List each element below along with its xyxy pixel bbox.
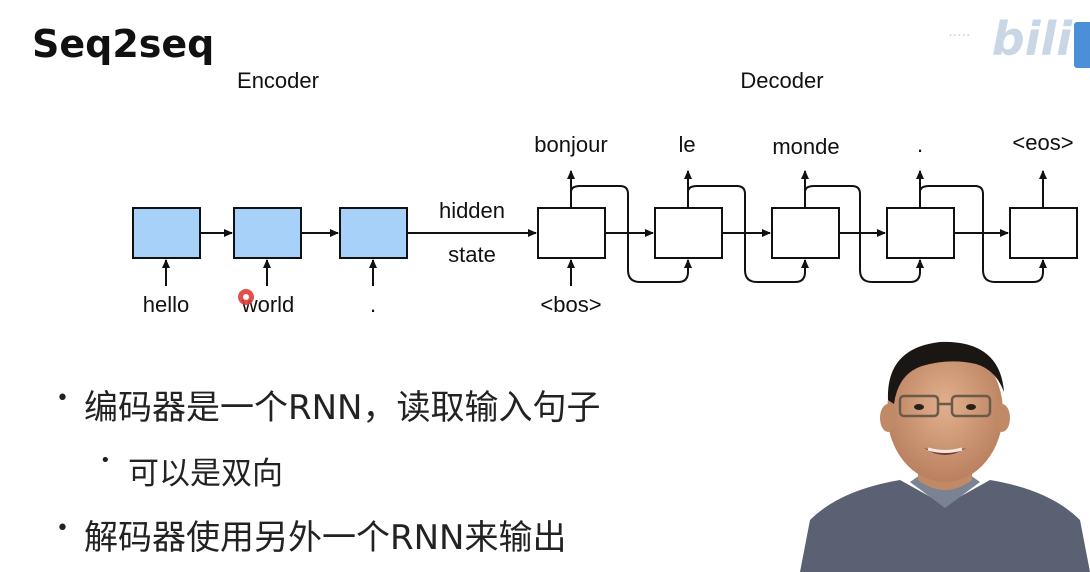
bullet-text-2: 可以是双向 — [128, 456, 283, 492]
decoder-cell-1 — [537, 207, 606, 259]
cursor-dot-icon — [238, 289, 254, 305]
encoder-cell-2 — [233, 207, 302, 259]
hidden-state-label-1: hidden — [439, 198, 505, 223]
bilibili-logo-icon: bili — [991, 12, 1072, 66]
feedback-loop-2 — [687, 185, 809, 283]
decoder-output-2: le — [678, 132, 695, 157]
encoder-cell-1 — [132, 207, 201, 259]
encoder-cell-3 — [339, 207, 408, 259]
encoder-label: Encoder — [237, 68, 319, 93]
decoder-cell-3 — [771, 207, 840, 259]
feedback-loop-1 — [570, 185, 692, 283]
slide-title: Seq2seq — [32, 22, 215, 66]
decoder-output-1: bonjour — [534, 132, 607, 157]
encoder-input-1: hello — [143, 292, 189, 317]
presenter-video-overlay — [800, 341, 1090, 572]
bullet-dot-icon: • — [56, 516, 69, 541]
decoder-cell-5 — [1009, 207, 1078, 259]
decoder-output-3: monde — [772, 134, 839, 159]
decoder-input-bos: <bos> — [540, 292, 601, 317]
watermark-text-icon: ····· — [948, 28, 971, 44]
hidden-state-label-2: state — [448, 242, 496, 267]
seq2seq-diagram: Encoder Decoder hello world . hidden sta… — [132, 68, 1078, 317]
bullet-text-3: 解码器使用另外一个RNN来输出 — [84, 518, 567, 558]
feedback-loop-3 — [804, 185, 924, 283]
decoder-cell-2 — [654, 207, 723, 259]
decoder-cell-4 — [886, 207, 955, 259]
bilibili-watermark-icon: ····· bili — [940, 0, 1090, 70]
feedback-loop-4 — [919, 185, 1047, 283]
watermark-tab-icon — [1074, 22, 1090, 68]
decoder-output-5: <eos> — [1012, 130, 1073, 155]
bullet-text-1: 编码器是一个RNN，读取输入句子 — [84, 388, 601, 428]
bullet-dot-icon: • — [56, 386, 69, 411]
bullet-dot-icon: • — [100, 450, 111, 471]
encoder-input-3: . — [370, 292, 376, 317]
decoder-label: Decoder — [740, 68, 823, 93]
decoder-output-4: . — [917, 132, 923, 157]
